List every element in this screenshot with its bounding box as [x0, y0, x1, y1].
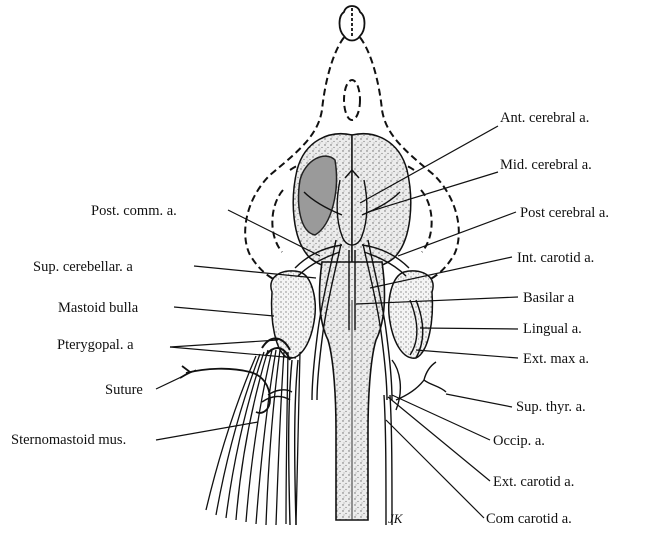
sternomastoid-muscle: [206, 338, 300, 525]
label-mastoid-bulla: Mastoid bulla: [58, 300, 138, 316]
label-basilar: Basilar a: [523, 290, 574, 306]
label-ext-carotid: Ext. carotid a.: [493, 474, 574, 490]
label-mid-cerebral: Mid. cerebral a.: [500, 157, 592, 173]
label-sup-thyr: Sup. thyr. a.: [516, 399, 586, 415]
label-post-comm: Post. comm. a.: [91, 203, 177, 219]
cerebrum: [293, 134, 410, 268]
label-int-carotid: Int. carotid a.: [517, 250, 594, 266]
label-ext-max: Ext. max a.: [523, 351, 589, 367]
label-pterygopal: Pterygopal. a: [57, 337, 134, 353]
label-sup-cerebellar: Sup. cerebellar. a: [33, 259, 133, 275]
label-post-cerebral: Post cerebral a.: [520, 205, 609, 221]
label-occip: Occip. a.: [493, 433, 545, 449]
label-com-carotid: Com carotid a.: [486, 511, 572, 527]
brainstem: [320, 262, 385, 520]
label-suture: Suture: [105, 382, 143, 398]
artist-signature: JK: [388, 511, 404, 526]
label-ant-cerebral: Ant. cerebral a.: [500, 110, 589, 126]
label-sternomastoid: Sternomastoid mus.: [11, 432, 126, 448]
nasal-tip: [340, 6, 365, 41]
label-lingual: Lingual a.: [523, 321, 582, 337]
